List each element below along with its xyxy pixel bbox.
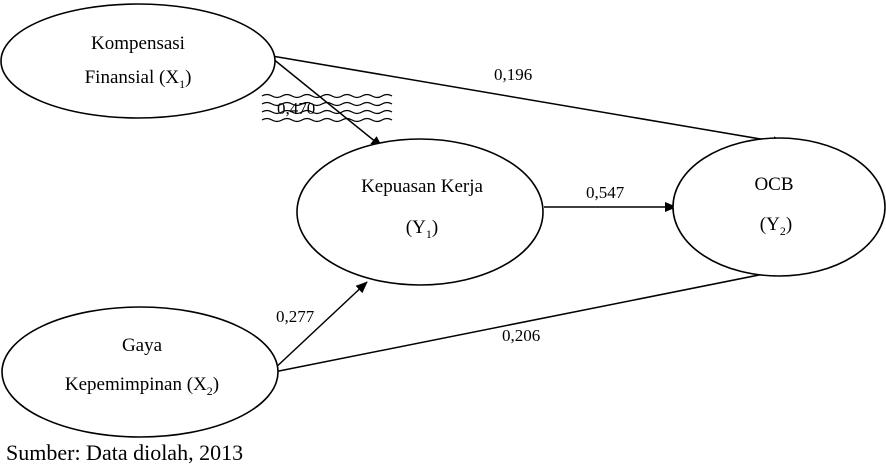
- node-y2-label-line2: (Y2): [760, 214, 792, 238]
- path-label-x1-y1: 0,470: [277, 99, 315, 118]
- node-y1-label-line1: Kepuasan Kerja: [361, 176, 483, 197]
- node-x2-label-line1: Gaya: [122, 335, 163, 356]
- node-x1: Kompensasi Finansial (X1): [0, 3, 276, 119]
- node-x2-label-line2: Kepemimpinan (X2): [65, 374, 219, 398]
- path-label-x1-y2: 0,196: [494, 65, 532, 84]
- source-note: Sumber: Data diolah, 2013: [6, 440, 244, 465]
- path-label-y1-y2: 0,547: [586, 183, 625, 202]
- node-x2-shape: [1, 306, 279, 438]
- node-y2: OCB (Y2): [672, 137, 886, 277]
- node-y1: Kepuasan Kerja (Y1): [296, 138, 544, 286]
- node-y2-shape: [672, 137, 886, 277]
- node-y2-label-line1: OCB: [754, 174, 793, 195]
- arrow-x2-to-y1: [271, 281, 368, 372]
- node-x1-shape: [0, 3, 276, 119]
- node-x1-label-line2: Finansial (X1): [85, 67, 192, 91]
- path-label-x2-y1: 0,277: [276, 307, 315, 326]
- node-y1-label-line2: (Y1): [406, 217, 438, 241]
- node-y1-shape: [296, 138, 544, 286]
- path-label-x2-y2: 0,206: [502, 326, 540, 345]
- node-x2: Gaya Kepemimpinan (X2): [1, 306, 279, 438]
- arrow-x2-to-y2: [273, 267, 785, 373]
- hatched-label-background: [261, 93, 393, 123]
- arrow-x1-to-y2: [271, 55, 785, 147]
- node-x1-label-line1: Kompensasi: [91, 33, 185, 54]
